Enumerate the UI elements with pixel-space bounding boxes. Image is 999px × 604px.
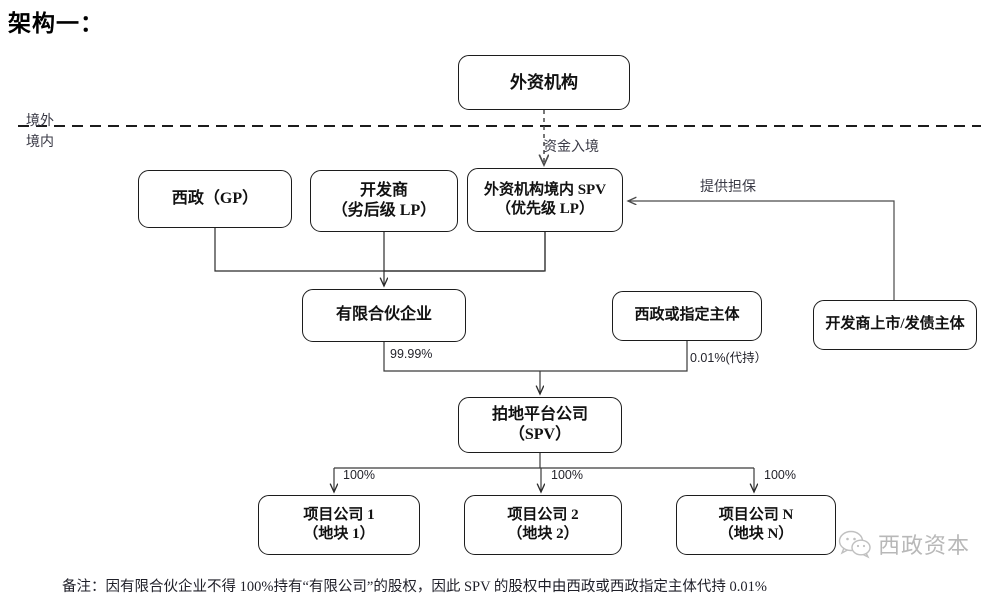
node-label-line2: （地块 N）	[718, 526, 794, 542]
edge-provide-guarantee	[628, 201, 895, 300]
wechat-icon	[838, 530, 871, 559]
node-label-line1: 拍地平台公司	[491, 405, 588, 423]
watermark-text: 西政资本	[878, 533, 971, 558]
node-limited-partnership[interactable]: 有限合伙企业	[302, 289, 466, 342]
watermark: 西政资本	[838, 528, 970, 560]
edge-entity-stake	[540, 341, 688, 372]
label-project1-stake: 100%	[343, 468, 375, 482]
node-foreign-institution[interactable]: 外资机构	[458, 55, 630, 110]
edge-lp-stake	[383, 342, 540, 372]
node-label-line2: （优先级 LP）	[496, 201, 594, 217]
node-listed-entity[interactable]: 开发商上市/发债主体	[813, 300, 977, 350]
label-capital-inflow: 资金入境	[543, 140, 599, 155]
node-xizheng-entity[interactable]: 西政或指定主体	[612, 291, 762, 341]
node-label-line1: 有限合伙企业	[335, 306, 432, 324]
label-entity-stake: 0.01%(代持）	[690, 351, 768, 365]
node-developer[interactable]: 开发商 （劣后级 LP）	[310, 170, 458, 232]
label-project2-stake: 100%	[551, 468, 583, 482]
node-label-line2: （地块 1）	[303, 526, 375, 542]
node-xizheng-gp[interactable]: 西政（GP）	[138, 170, 292, 228]
node-label-line2: （劣后级 LP）	[331, 202, 437, 219]
node-label-line2: （SPV）	[508, 426, 572, 443]
node-label-line1: 西政或指定主体	[634, 307, 740, 324]
edge-gp-to-lp	[214, 228, 544, 272]
label-offshore: 境外	[26, 114, 54, 129]
node-label-line1: 外资机构境内 SPV	[483, 181, 607, 198]
node-label-line1: 开发商	[359, 181, 408, 199]
node-label-line1: 西政（GP）	[171, 189, 259, 207]
page-title: 架构一：	[8, 10, 104, 36]
footnote-text: 备注：因有限合伙企业不得 100%持有“有限公司”的股权，因此 SPV 的股权中…	[62, 579, 767, 595]
node-label-line1: 项目公司 N	[718, 506, 794, 523]
node-project-company-2[interactable]: 项目公司 2 （地块 2）	[464, 495, 622, 555]
node-label-line1: 开发商上市/发债主体	[825, 316, 965, 333]
node-platform-company[interactable]: 拍地平台公司 （SPV）	[458, 397, 622, 453]
node-label-line1: 项目公司 2	[507, 506, 579, 523]
edge-onshore-spv-to-lp	[384, 232, 546, 272]
label-onshore: 境内	[26, 135, 54, 150]
node-label-line1: 项目公司 1	[303, 506, 375, 523]
node-project-company-n[interactable]: 项目公司 N （地块 N）	[676, 495, 836, 555]
label-projectN-stake: 100%	[764, 468, 796, 482]
node-project-company-1[interactable]: 项目公司 1 （地块 1）	[258, 495, 420, 555]
label-provide-guarantee: 提供担保	[700, 180, 756, 195]
node-onshore-spv[interactable]: 外资机构境内 SPV （优先级 LP）	[467, 168, 623, 232]
node-label-line2: （地块 2）	[507, 526, 579, 542]
label-lp-stake: 99.99%	[390, 347, 433, 361]
node-label-line1: 外资机构	[510, 72, 578, 92]
